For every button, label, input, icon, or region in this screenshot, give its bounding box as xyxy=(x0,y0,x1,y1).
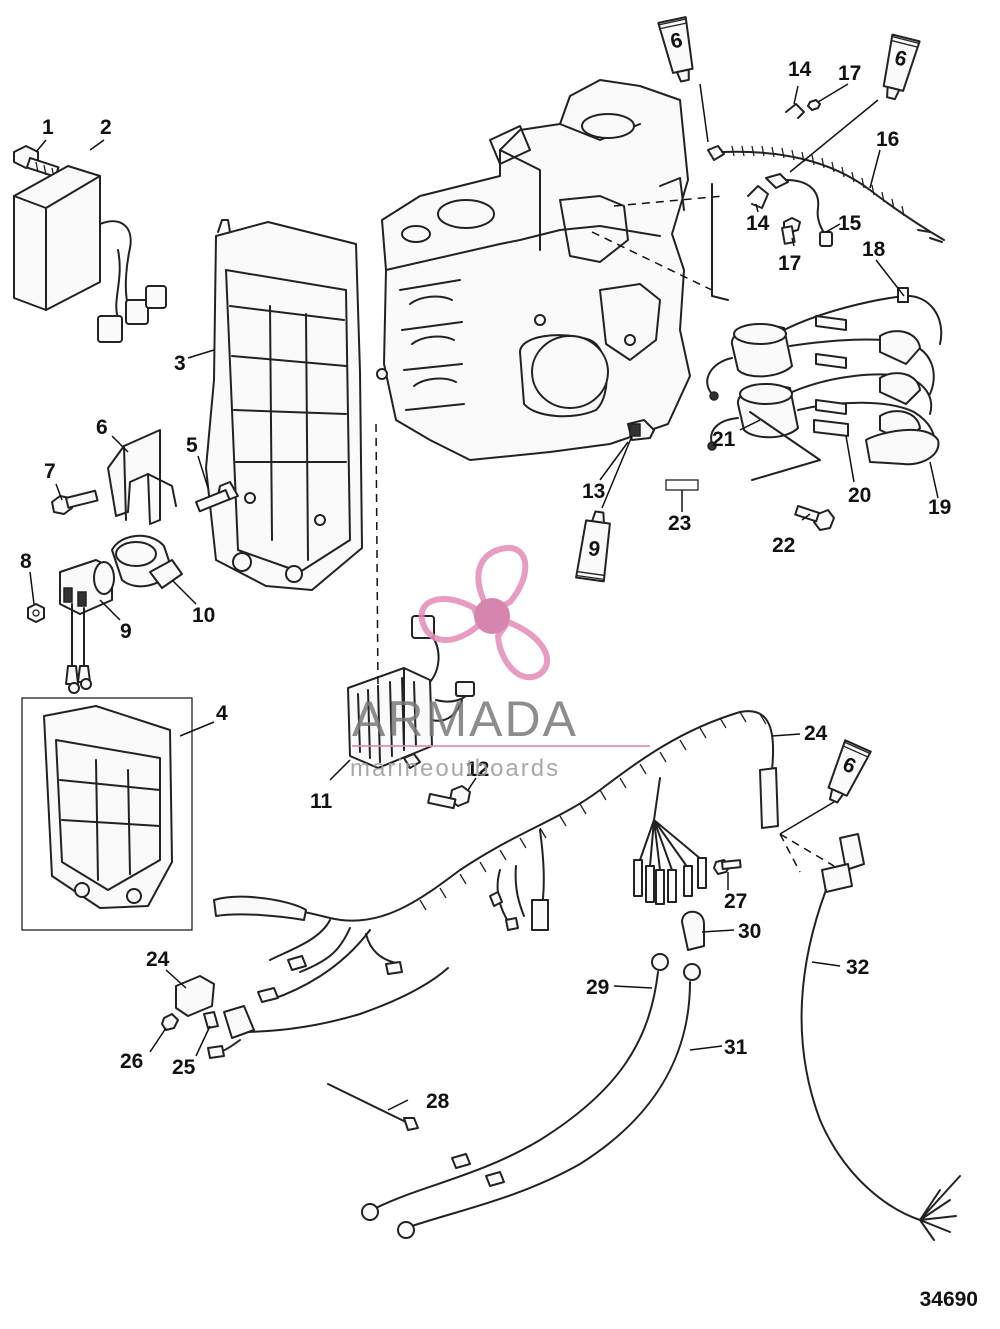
callout-27: 27 xyxy=(724,890,747,913)
callout-3: 3 xyxy=(174,352,186,375)
callout-31: 31 xyxy=(724,1036,748,1059)
callout-1: 1 xyxy=(42,116,54,139)
callout-24-cover: 24 xyxy=(146,948,170,971)
callout-numbers: 1 2 3 4 5 6 7 8 9 10 11 12 13 14 14 15 1… xyxy=(20,58,951,1113)
callout-30: 30 xyxy=(738,920,761,943)
tube-top-left: 6 xyxy=(657,16,709,143)
tube-middle: 9 xyxy=(575,435,633,583)
part-24-connector-cover xyxy=(175,975,215,1017)
part-20-spark-plugs xyxy=(813,315,849,437)
callout-29: 29 xyxy=(586,976,609,999)
part-14-clip-top xyxy=(785,103,805,119)
callout-14-top: 14 xyxy=(788,58,812,81)
callout-28: 28 xyxy=(426,1090,450,1113)
propeller-logo xyxy=(418,544,551,681)
callout-20: 20 xyxy=(848,484,871,507)
callout-2: 2 xyxy=(100,116,112,139)
part-7-screw xyxy=(51,489,99,515)
callout-24-harness: 24 xyxy=(804,722,828,745)
part-1-screw xyxy=(13,145,60,179)
callout-17-lower: 17 xyxy=(778,252,801,275)
callout-8: 8 xyxy=(20,550,32,573)
callout-17-top: 17 xyxy=(838,62,861,85)
part-17-screw-lower xyxy=(781,217,801,245)
tube-top-left-label: 6 xyxy=(668,29,684,54)
part-25-harness-connector xyxy=(203,967,449,1059)
armada-watermark: ARMADA marineoutboards xyxy=(350,544,650,782)
part-12-screw xyxy=(427,785,471,810)
watermark-brand: ARMADA xyxy=(352,691,578,747)
part-10-solenoid-boot xyxy=(111,534,183,589)
callout-11: 11 xyxy=(310,790,333,813)
figure-number: 34690 xyxy=(920,1288,978,1311)
callout-19: 19 xyxy=(928,496,951,519)
part-5-screw xyxy=(195,481,239,513)
part-24-main-wiring-harness xyxy=(213,710,779,1003)
part-22-screw xyxy=(794,505,835,531)
callout-18: 18 xyxy=(862,238,886,261)
part-16-harness-sleeve xyxy=(707,145,945,243)
part-21-ignition-coils xyxy=(706,323,799,451)
callout-12: 12 xyxy=(466,758,489,781)
part-19-spark-plug-boots xyxy=(865,330,940,466)
part-14-clip-lower xyxy=(747,185,769,209)
callout-5: 5 xyxy=(186,434,198,457)
callout-16: 16 xyxy=(876,128,899,151)
callout-9: 9 xyxy=(120,620,132,643)
part-3-mounting-plate xyxy=(205,219,363,591)
callout-23: 23 xyxy=(668,512,691,535)
part-23-decal xyxy=(665,479,699,491)
callout-leaders xyxy=(29,83,939,1111)
callout-4: 4 xyxy=(216,702,228,725)
part-32-extension-harness xyxy=(800,833,961,1241)
part-4-mounting-plate-alt xyxy=(21,697,193,931)
callout-13: 13 xyxy=(582,480,605,503)
tube-middle-label: 9 xyxy=(587,537,602,561)
part-26-screw xyxy=(161,1013,179,1031)
callout-21: 21 xyxy=(712,428,736,451)
assembly-dash-lines xyxy=(375,183,821,691)
callout-26: 26 xyxy=(120,1050,143,1073)
part-8-nut xyxy=(27,603,45,623)
part-31-battery-cable xyxy=(397,963,701,1239)
part-27-screw xyxy=(713,859,742,875)
callout-22: 22 xyxy=(772,534,795,557)
watermark-tagline: marineoutboards xyxy=(350,755,560,782)
part-2-cdi-module xyxy=(13,165,167,343)
callout-15: 15 xyxy=(838,212,862,235)
callout-25: 25 xyxy=(172,1056,196,1079)
part-17-screw-top xyxy=(807,99,821,111)
part-29-battery-cable xyxy=(361,953,669,1221)
part-30-terminal-boot xyxy=(681,910,705,951)
tube-top-right: 6 xyxy=(789,33,921,173)
tube-right: 6 xyxy=(779,739,872,873)
part-9-starter-solenoid xyxy=(59,559,115,694)
engine-block xyxy=(376,79,691,461)
part-15-sensor-lead xyxy=(765,173,833,247)
tube-top-right-label: 6 xyxy=(892,46,909,71)
part-28-cable-tie xyxy=(327,1083,419,1131)
callout-10: 10 xyxy=(192,604,215,627)
part-6-bracket xyxy=(107,429,177,525)
callout-7: 7 xyxy=(44,460,56,483)
callout-32: 32 xyxy=(846,956,869,979)
callout-14-lower: 14 xyxy=(746,212,770,235)
callout-6: 6 xyxy=(96,416,108,439)
